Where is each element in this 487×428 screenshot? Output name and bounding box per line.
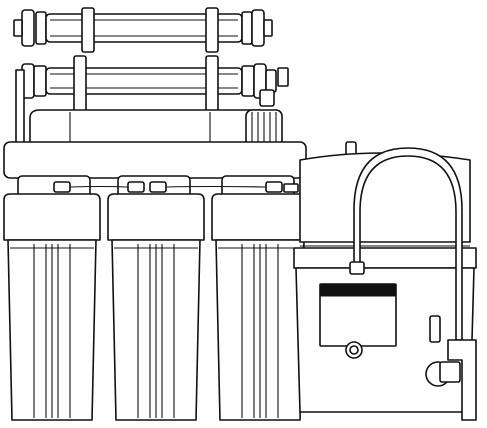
filter-housing-3 <box>211 175 309 421</box>
top-inline-filter <box>13 7 273 53</box>
second-inline-filter <box>21 55 289 117</box>
filter-housing-1 <box>3 175 101 421</box>
filter-housing-2 <box>107 175 205 421</box>
connector-tubes <box>53 181 299 193</box>
back-plate <box>15 69 25 147</box>
faucet <box>349 147 477 421</box>
mounting-bracket <box>3 141 307 179</box>
membrane-housing <box>29 89 283 147</box>
